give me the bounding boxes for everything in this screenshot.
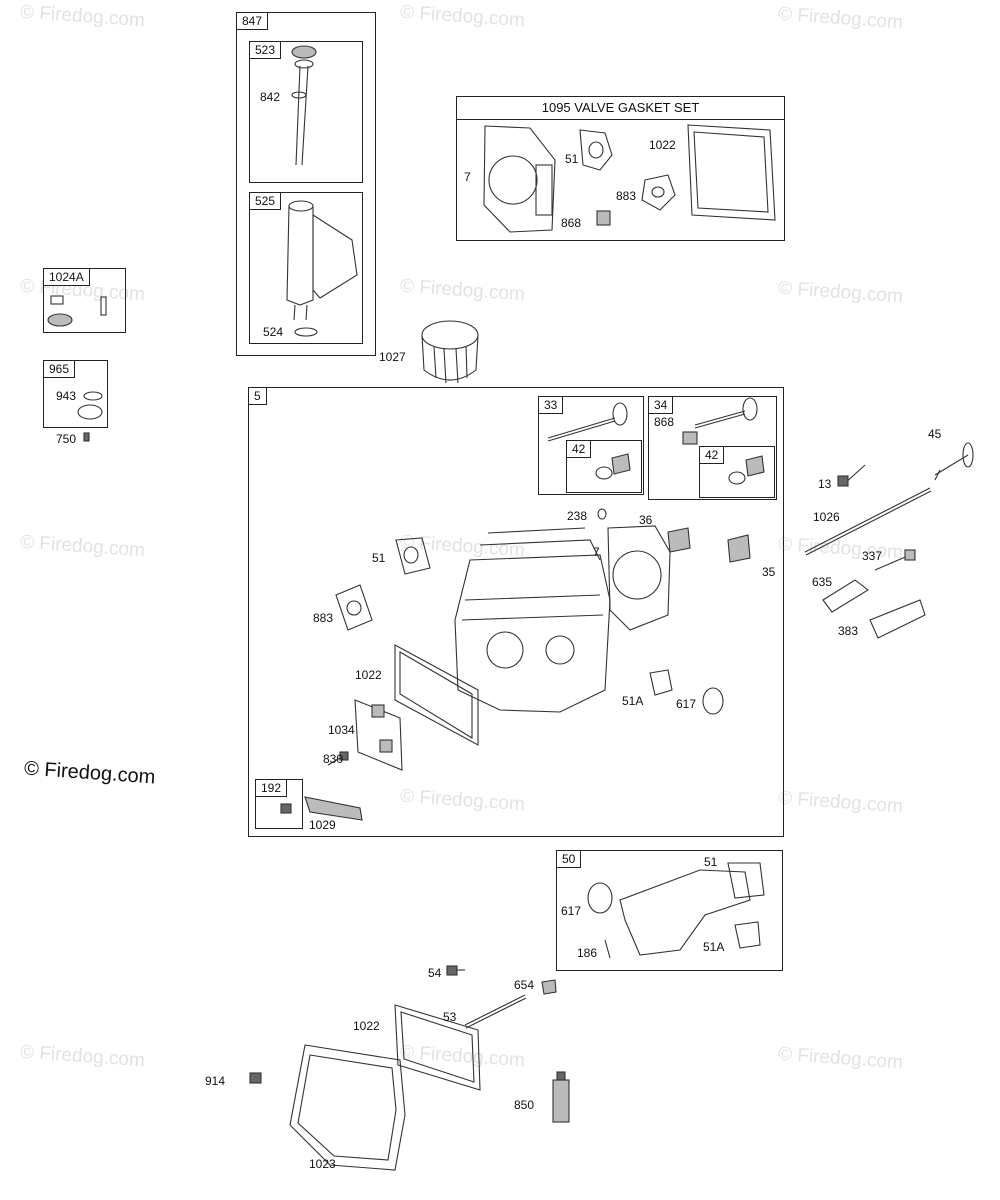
oil-filter-part	[421, 320, 479, 384]
panel-192: 192	[255, 779, 303, 829]
part-label-1034: 1034	[328, 723, 355, 737]
valve-cover-part	[249, 1004, 570, 1171]
part-label-524: 524	[263, 325, 284, 339]
seal-kit-part	[77, 391, 103, 442]
part-label-654: 654	[514, 978, 535, 992]
head-gasket-part	[597, 508, 751, 631]
part-label-238: 238	[567, 509, 588, 523]
bolt-parts	[446, 965, 557, 1029]
part-label-868: 868	[654, 415, 675, 429]
part-label-36: 36	[639, 513, 653, 527]
panel-525-tag: 525	[250, 193, 282, 210]
cylinder-head-part	[454, 527, 611, 713]
panel-42b: 42	[699, 446, 775, 498]
part-label-51: 51	[372, 551, 386, 565]
part-label-1029: 1029	[309, 818, 336, 832]
panel-523-tag: 523	[250, 42, 282, 59]
panel-847: 847	[236, 12, 376, 356]
panel-50-tag: 50	[557, 851, 582, 868]
exhaust-gaskets-part	[649, 669, 724, 715]
manifold-label-51: 51	[704, 855, 718, 869]
part-label-337: 337	[862, 549, 883, 563]
panel-192-tag: 192	[256, 780, 288, 797]
intake-gaskets-part	[335, 537, 431, 631]
panel-42b-tag: 42	[700, 447, 725, 464]
panel-5: 5	[248, 387, 784, 837]
part-label-1026: 1026	[813, 510, 840, 524]
part-label-1022: 1022	[355, 668, 382, 682]
panel-42a-tag: 42	[567, 441, 592, 458]
panel-525: 525	[249, 192, 363, 344]
part-label-850: 850	[514, 1098, 535, 1112]
part-label-35: 35	[762, 565, 776, 579]
panel-50: 50	[556, 850, 783, 971]
manifold-label-51a: 51A	[703, 940, 725, 954]
part-label-7: 7	[593, 545, 600, 559]
pushrod-parts	[804, 442, 974, 639]
dipstick-tube-part	[286, 200, 358, 337]
valve-parts	[547, 397, 765, 485]
panel-1024a-tag: 1024A	[44, 269, 90, 286]
panel-34-tag: 34	[649, 397, 674, 414]
part-label-635: 635	[812, 575, 833, 589]
manifold-label-186: 186	[577, 946, 598, 960]
part-label-617: 617	[676, 697, 697, 711]
cover-gasket-part	[280, 644, 479, 821]
panel-1024a: 1024A	[43, 268, 126, 333]
intake-manifold-part	[587, 862, 765, 959]
part-label-830: 830	[323, 752, 344, 766]
panel-965-tag: 965	[44, 361, 76, 378]
part-label-51a: 51A	[622, 694, 644, 708]
part-label-53: 53	[443, 1010, 457, 1024]
breather-kit-part	[47, 295, 107, 327]
part-label-1027: 1027	[379, 350, 406, 364]
panel-34: 34	[648, 396, 777, 500]
part-label-54: 54	[428, 966, 442, 980]
part-label-13: 13	[818, 477, 832, 491]
panel-523: 523	[249, 41, 363, 183]
part-label-842: 842	[260, 90, 281, 104]
part-label-750: 750	[56, 432, 77, 446]
gasket-set-label-883: 883	[616, 189, 637, 203]
gasket-set-label-7: 7	[464, 170, 471, 184]
part-label-383: 383	[838, 624, 859, 638]
gasket-set-label-868: 868	[561, 216, 582, 230]
part-label-1022b: 1022	[353, 1019, 380, 1033]
panel-847-tag: 847	[237, 13, 269, 30]
part-label-914: 914	[205, 1074, 226, 1088]
part-label-943: 943	[56, 389, 77, 403]
part-label-45: 45	[928, 427, 942, 441]
part-label-1023: 1023	[309, 1157, 336, 1171]
panel-33: 33	[538, 396, 644, 495]
gasket-set-parts	[483, 124, 776, 233]
gasket-set-label-1022: 1022	[649, 138, 676, 152]
gasket-set-label-51: 51	[565, 152, 579, 166]
panel-33-tag: 33	[539, 397, 564, 414]
gasket-set-title: 1095 VALVE GASKET SET	[457, 97, 784, 120]
panel-5-tag: 5	[249, 388, 267, 405]
panel-42a: 42	[566, 440, 642, 493]
part-label-883: 883	[313, 611, 334, 625]
dipstick-part	[291, 45, 317, 166]
manifold-label-617: 617	[561, 904, 582, 918]
panel-965: 965	[43, 360, 108, 428]
panel-valve-gasket-set: 1095 VALVE GASKET SET	[456, 96, 785, 241]
